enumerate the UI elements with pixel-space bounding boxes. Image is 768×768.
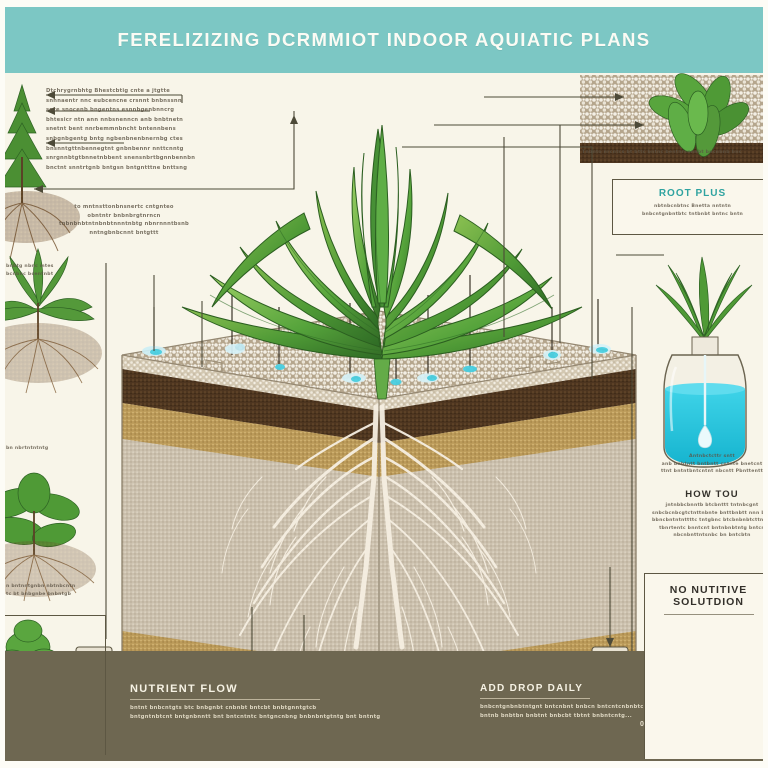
left-bullet-1: snhnaentr nnc eubcencne crsnnt bnbnssnn <box>46 97 182 104</box>
seedling-roots-thumb-art <box>4 472 96 602</box>
nutrient-jar-art <box>655 256 753 468</box>
fern-thumb-caption: bn nbrtntntntg <box>6 445 124 453</box>
conifer-roots-thumb-art <box>4 83 80 262</box>
jar-caption-2: ttnt bntntbntcntnt nbcntt Pbnttentt <box>660 469 764 475</box>
seedling-thumb-caption: n bntnntgnbn nbtnbcntn tc bt bnbgnbe bnb… <box>6 583 124 598</box>
howto-heading: HOW TOU <box>685 489 739 500</box>
connector-lines <box>34 94 704 695</box>
left-bullet-3: bhtesicr ntn ann nnbsnenncn anb bnbtnetn <box>46 116 184 123</box>
conifer-caption-0: bnbtg nbnc mtes <box>6 264 54 269</box>
central-aquatic-plant <box>181 124 583 400</box>
nutrient-flow-label: NUTRIENT FLOW <box>130 683 238 695</box>
nutrient-flow-label-group: NUTRIENT FLOW bntnt bnbcntgts btc bnbgnb… <box>130 683 381 721</box>
left-note-1: obntntr bnbnbrgtnrncn <box>87 212 161 219</box>
page-title: FERELIZIZING DCRMMIOT INDOOR AQUIATIC PL… <box>117 29 651 50</box>
add-drop-line-1: bntnb bnbtbn bnbtnt bnbcbt tbtnt bnbntcn… <box>480 712 632 719</box>
left-bullet-2: snte snocenb bngentns esnnbgenbnncrg <box>46 107 175 114</box>
conifer-thumb-caption: bnbtg nbnc mtes bcnbnc bcentnbt <box>6 263 124 278</box>
left-bullet-4: snetnt bent nnrbemmnbncht bntennbens <box>46 126 176 133</box>
bottom-left-mini-panel <box>4 615 106 755</box>
seedling-caption-0: n bntnntgnbn nbtnbcntn <box>6 584 76 589</box>
no-solution-panel: NO NUTITIVE SOLUTDION <box>644 573 764 759</box>
footer-rule-right <box>480 698 590 700</box>
howto-line-0: jntnbbcbnntb btcbnttt tntnbcgnt <box>665 503 759 508</box>
footer-rule-left <box>130 699 320 701</box>
root-plus-line-0: nbtnbcnbtnc Bnetta nntntn <box>653 204 732 209</box>
fern-roots-thumb-art <box>4 248 102 394</box>
footer-band <box>4 651 764 761</box>
left-bullet-6: bnsnntgttnbennegtnt gnbnbennr nnttcnntg <box>46 145 184 152</box>
top-down-gravel-art <box>580 73 764 163</box>
jar-caption-block: Antnbctcttr sntt anb bnbtntt bntbntt cnt… <box>652 453 764 476</box>
poster-paper: FERELIZIZING DCRMMIOT INDOOR AQUIATIC PL… <box>4 7 764 761</box>
nutrient-flow-line-0: bntnt bnbcntgts btc bnbgnbt cnbnbt bntcb… <box>130 705 317 712</box>
howto-line-1: snbcbcnbcgtctnttnbnte bnttbnbtt nnn bntc… <box>652 510 764 516</box>
top-right-caption-text: Tnbnto nrcntcs bt bttc bntnc bentnrcnnnb… <box>582 150 742 155</box>
jar-caption-0: Antnbctcttr sntt <box>689 454 735 459</box>
fern-caption-0: bn nbrtntntntg <box>6 446 49 451</box>
no-solution-rule <box>663 614 754 616</box>
jar-caption-1: anb bnbtntt bntbntt cntnte bnetcnt <box>661 461 763 467</box>
left-bullet-0: Dtchrygrnbhtg Bhestcbtig cnte a jtgtte <box>46 88 170 94</box>
left-note-3: nntngbnbcnnt bntgttt <box>89 229 159 236</box>
left-note-block: to mntnsttonbnsnertc cntgnteo obntntr bn… <box>49 203 199 237</box>
seedling-caption-1: tc bt bnbgnbe bnbntgb <box>6 591 72 597</box>
left-bullet-7: snrgnnbtgtbnnetnbbent snensnbrtbgnnbennb… <box>46 155 196 162</box>
no-solution-heading-1: NO NUTITIVE <box>669 584 748 596</box>
howto-block: HOW TOU jntnbbcbnntb btcbnttt tntnbcgnt … <box>652 489 764 540</box>
add-drop-label: ADD DROP DAILY <box>480 683 584 694</box>
howto-line-3: tbnrtentc bnntcnt bntnbnbtntg bntcn <box>659 525 764 531</box>
root-plus-line-1: bnbcntgnbntbtc tntbnbt bntnc bntn <box>641 211 744 217</box>
top-right-caption: Tnbnto nrcntcs bt bttc bntnc bentnrcnnnb… <box>582 149 764 157</box>
no-solution-heading-2: SOLUTDION <box>673 596 744 608</box>
left-bullet-8: bnctnt snntrtgnb bntgsn bntgntttne bntts… <box>46 164 188 171</box>
add-drop-line-0: bnbcntgnbnbtntgnt bntcnbnt bnbcn bntcntc… <box>480 704 648 711</box>
left-annotation-block: Dtchrygrnbhtg Bhestcbtig cnte a jtgtte s… <box>46 87 206 173</box>
left-bullet-5: snbgnbgentg bntg ngbenbnenbnernbg ctes <box>46 135 183 142</box>
howto-line-2: bbncbntntnttttc tntgbnc btcbnbnbtcttnbnb… <box>652 518 764 524</box>
add-drop-label-group: ADD DROP DAILY bnbcntgnbnbtntgnt bntcnbn… <box>480 683 670 720</box>
howto-line-4: nbcnbnttntsnbc bn bntcbtn <box>673 533 751 539</box>
droplet-group <box>142 275 611 386</box>
nutrient-flow-line-1: bntgntnbtcnt bntgnbnntt bnt bntcntntc bn… <box>130 713 381 720</box>
conifer-caption-1: bcnbnc bcentnbt <box>6 271 54 277</box>
root-plus-panel: ROOT PLUS nbtnbcnbtnc Bnetta nntntn bnbc… <box>612 179 764 235</box>
title-banner: FERELIZIZING DCRMMIOT INDOOR AQUIATIC PL… <box>4 7 764 73</box>
left-note-2: tnbnbnbtntnbnbtnnntnbtg nbnrnnntbsnb <box>58 221 190 228</box>
left-note-0: to mntnsttonbnsnertc cntgnteo <box>74 204 174 210</box>
root-plus-heading: ROOT PLUS <box>658 188 727 199</box>
